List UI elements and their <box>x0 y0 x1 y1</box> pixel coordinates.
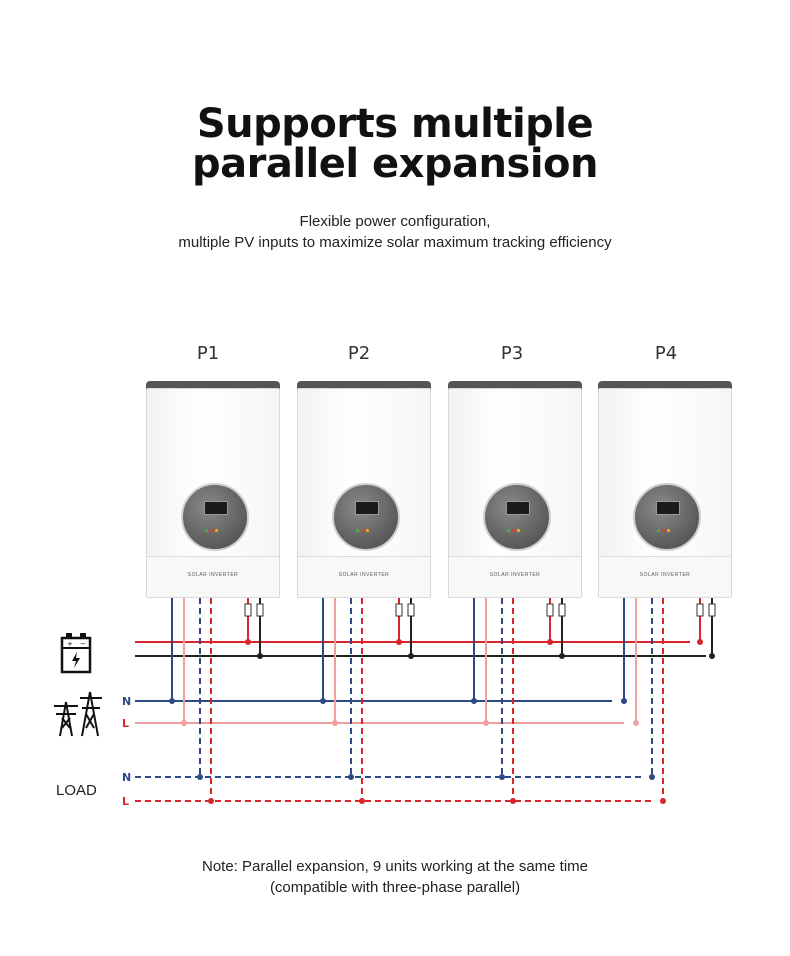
junction-dot <box>332 720 338 726</box>
unit-label-p4: P4 <box>654 343 678 364</box>
junction-dot <box>709 653 715 659</box>
load-label: LOAD <box>56 782 97 799</box>
breaker-icon <box>256 603 264 617</box>
svg-text:−: − <box>80 640 86 648</box>
junction-dot <box>197 774 203 780</box>
grid-line-label: L <box>122 717 130 730</box>
breaker-icon <box>558 603 566 617</box>
junction-dot <box>510 798 516 804</box>
breaker-icon <box>546 603 554 617</box>
unit-label-p2: P2 <box>347 343 371 364</box>
subtitle: Flexible power configuration, multiple P… <box>0 211 790 253</box>
unit-label-p1: P1 <box>196 343 220 364</box>
junction-dot <box>559 653 565 659</box>
breaker-icon <box>696 603 704 617</box>
footnote-line-1: Note: Parallel expansion, 9 units workin… <box>201 858 589 875</box>
display-panel <box>332 483 400 551</box>
breaker-icon <box>708 603 716 617</box>
junction-dot <box>181 720 187 726</box>
grid-neutral-label: N <box>122 695 132 708</box>
junction-dot <box>169 698 175 704</box>
junction-dot <box>348 774 354 780</box>
junction-dot <box>320 698 326 704</box>
subtitle-line-2: multiple PV inputs to maximize solar max… <box>178 234 612 251</box>
junction-dot <box>257 653 263 659</box>
inverter-p3: SOLAR INVERTER <box>448 381 582 598</box>
junction-dot <box>396 639 402 645</box>
breaker-icon <box>407 603 415 617</box>
junction-dot <box>649 774 655 780</box>
inverter-p1: SOLAR INVERTER <box>146 381 280 598</box>
load-line-label: L <box>122 795 130 808</box>
junction-dot <box>408 653 414 659</box>
junction-dot <box>660 798 666 804</box>
footnote: Note: Parallel expansion, 9 units workin… <box>0 856 790 898</box>
display-panel <box>181 483 249 551</box>
unit-label-p3: P3 <box>500 343 524 364</box>
subtitle-line-1: Flexible power configuration, <box>299 213 491 230</box>
junction-dot <box>621 698 627 704</box>
inverter-label: SOLAR INVERTER <box>489 572 541 578</box>
junction-dot <box>633 720 639 726</box>
title-line-2: parallel expansion <box>191 141 599 187</box>
power-tower-icon <box>54 691 102 737</box>
junction-dot <box>245 639 251 645</box>
inverter-label: SOLAR INVERTER <box>338 572 390 578</box>
breaker-icon <box>395 603 403 617</box>
display-panel <box>483 483 551 551</box>
battery-icon: + − <box>60 633 92 674</box>
inverter-p4: SOLAR INVERTER <box>598 381 732 598</box>
title-line-1: Supports multiple <box>196 101 594 147</box>
display-panel <box>633 483 701 551</box>
inverter-label: SOLAR INVERTER <box>187 572 239 578</box>
page-title: Supports multiple parallel expansion <box>0 104 790 184</box>
load-neutral-label: N <box>122 771 132 784</box>
junction-dot <box>499 774 505 780</box>
junction-dot <box>547 639 553 645</box>
junction-dot <box>359 798 365 804</box>
junction-dot <box>208 798 214 804</box>
svg-text:+: + <box>67 640 73 648</box>
junction-dot <box>471 698 477 704</box>
junction-dot <box>483 720 489 726</box>
inverter-label: SOLAR INVERTER <box>639 572 691 578</box>
inverter-p2: SOLAR INVERTER <box>297 381 431 598</box>
junction-dot <box>697 639 703 645</box>
breaker-icon <box>244 603 252 617</box>
footnote-line-2: (compatible with three-phase parallel) <box>269 879 521 896</box>
